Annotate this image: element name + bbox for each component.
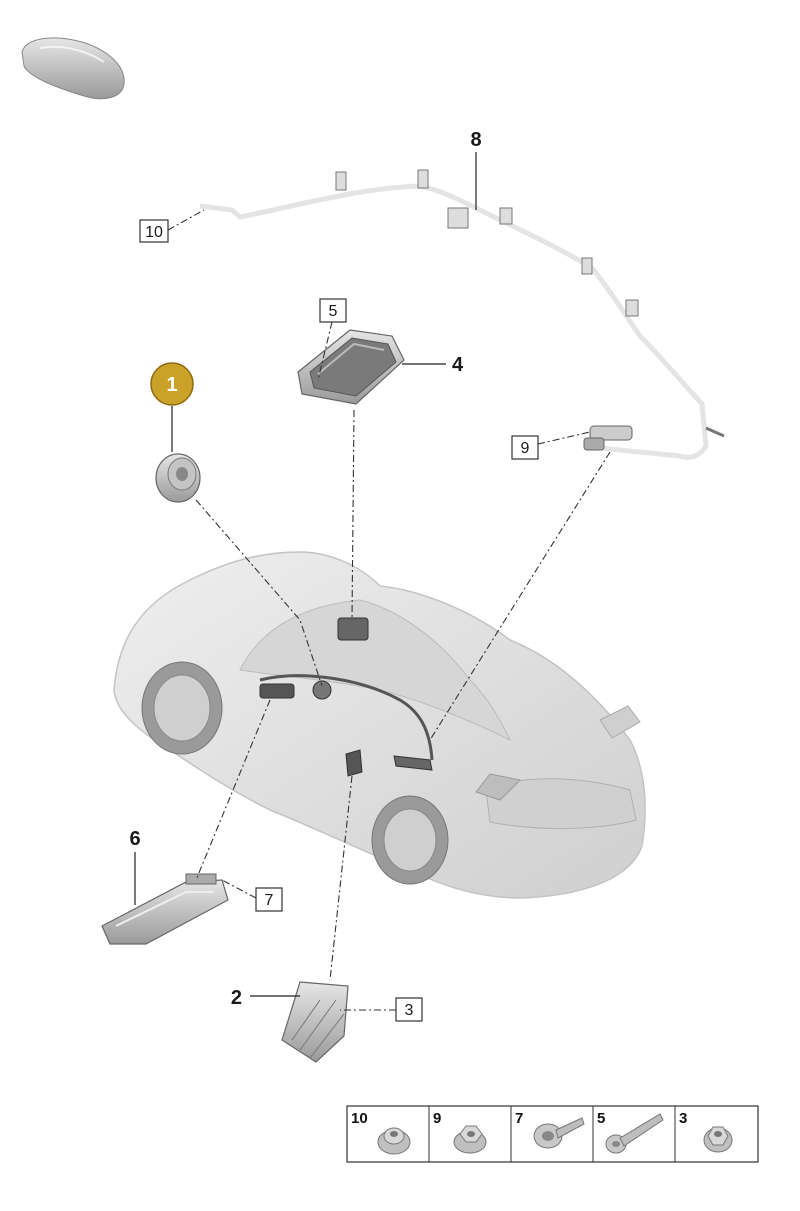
ref-box-9-label: 9 xyxy=(521,440,530,457)
cap-nut-icon xyxy=(703,1126,733,1153)
callout-1-label: 1 xyxy=(166,374,177,396)
ref-box-10-label: 10 xyxy=(145,224,163,241)
fastener-label-7: 7 xyxy=(515,1110,523,1127)
car-thumbnail-icon[interactable] xyxy=(21,37,125,100)
fastener-label-5: 5 xyxy=(597,1110,605,1127)
ref-box-7-label: 7 xyxy=(265,892,274,909)
car-body-illustration xyxy=(113,551,646,899)
callout-6[interactable]: 6 xyxy=(129,828,140,850)
connector-lines xyxy=(167,209,611,1011)
ref-box-9[interactable]: 9 xyxy=(511,435,539,460)
hex-flange-nut-icon xyxy=(453,1125,487,1154)
fastener-label-10: 10 xyxy=(351,1110,368,1127)
side-airbag-part[interactable] xyxy=(281,981,349,1063)
flat-head-bolt-icon xyxy=(533,1117,585,1149)
passenger-airbag-module-part[interactable] xyxy=(297,329,405,405)
fastener-cell-9[interactable]: 9 xyxy=(433,1110,487,1154)
washer-bolt-icon xyxy=(605,1113,664,1154)
fastener-cell-3[interactable]: 3 xyxy=(679,1110,733,1153)
ref-box-7[interactable]: 7 xyxy=(255,887,283,912)
fastener-cell-7[interactable]: 7 xyxy=(515,1110,585,1149)
callout-4[interactable]: 4 xyxy=(452,354,464,376)
curtain-airbag-part[interactable] xyxy=(199,169,725,461)
flange-nut-icon xyxy=(377,1127,411,1155)
callout-8[interactable]: 8 xyxy=(470,129,481,151)
ref-box-3-label: 3 xyxy=(405,1002,414,1019)
ref-box-5-label: 5 xyxy=(329,303,338,320)
fastener-cell-10[interactable]: 10 xyxy=(351,1110,411,1155)
ref-box-10[interactable]: 10 xyxy=(139,219,169,243)
ref-box-5[interactable]: 5 xyxy=(319,298,347,323)
fastener-label-9: 9 xyxy=(433,1110,441,1127)
callout-2[interactable]: 2 xyxy=(231,987,242,1009)
fastener-cell-5[interactable]: 5 xyxy=(597,1110,664,1154)
callout-1-highlighted[interactable]: 1 xyxy=(150,362,194,406)
fastener-label-3: 3 xyxy=(679,1110,687,1127)
knee-airbag-part[interactable] xyxy=(101,873,229,945)
leader-lines xyxy=(134,152,477,997)
inflator-part[interactable] xyxy=(155,453,201,503)
ref-box-3[interactable]: 3 xyxy=(395,997,423,1022)
fastener-table: 10 9 7 5 xyxy=(346,1105,759,1163)
